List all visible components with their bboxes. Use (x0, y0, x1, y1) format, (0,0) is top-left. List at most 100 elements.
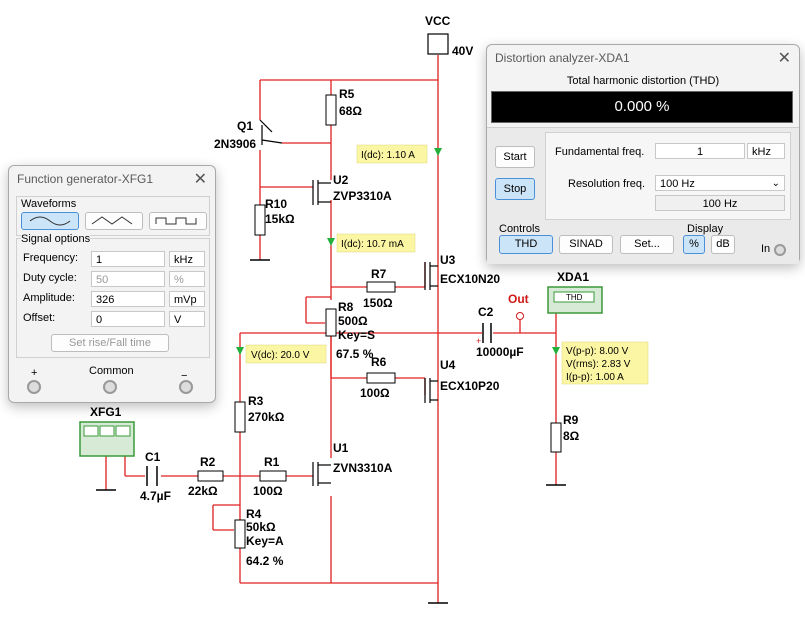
u3-part: ECX10N20 (440, 272, 500, 286)
r9-resistor[interactable] (550, 422, 562, 453)
start-button[interactable]: Start (495, 146, 535, 168)
r4-key: Key=A (246, 534, 284, 548)
probe-4[interactable] (561, 341, 649, 385)
waveforms-group (16, 196, 210, 236)
u1-mosfet[interactable] (312, 462, 331, 486)
offset-label: Offset: (23, 312, 56, 324)
minus-terminal[interactable] (179, 380, 193, 394)
stop-button[interactable]: Stop (495, 178, 535, 200)
sine-wave-button[interactable] (21, 212, 79, 230)
offset-unit[interactable]: V (169, 311, 205, 327)
r8-pct: 67.5 % (336, 347, 374, 361)
fg-titlebar[interactable]: Function generator-XFG1 ✕ (9, 166, 215, 192)
out-label: Out (508, 292, 529, 306)
sinad-button[interactable]: SINAD (559, 235, 613, 254)
set-button[interactable]: Set... (620, 235, 674, 254)
r2-resistor[interactable] (197, 470, 224, 482)
duty-input[interactable]: 50 (91, 271, 165, 287)
probe-2-text: I(dc): 10.7 mA (341, 239, 404, 250)
probe-1[interactable] (356, 144, 428, 164)
fundamental-unit[interactable]: kHz (747, 143, 785, 159)
r10-value: 15kΩ (265, 212, 295, 226)
distortion-analyzer-window[interactable]: Distortion analyzer-XDA1 ✕ Total harmoni… (486, 44, 800, 264)
vcc-source[interactable] (427, 33, 449, 55)
out-connector[interactable] (516, 312, 524, 320)
xda-ref: XDA1 (557, 270, 589, 284)
function-generator-window[interactable]: Function generator-XFG1 ✕ Waveforms Sign… (8, 165, 216, 403)
waveforms-label: Waveforms (21, 198, 77, 210)
r5-value: 68Ω (339, 104, 362, 118)
probe-4-arrow-icon (552, 347, 560, 355)
fg-title: Function generator-XFG1 (17, 172, 154, 186)
duty-unit[interactable]: % (169, 271, 205, 287)
r4-potentiometer[interactable] (234, 519, 246, 549)
common-terminal[interactable] (103, 380, 117, 394)
square-wave-button[interactable] (149, 212, 207, 230)
amplitude-unit[interactable]: mVp (169, 291, 205, 307)
q1-ref: Q1 (237, 119, 253, 133)
resolution-readout: 100 Hz (655, 195, 785, 211)
offset-input[interactable]: 0 (91, 311, 165, 327)
u4-part: ECX10P20 (440, 379, 500, 393)
q1-transistor[interactable] (259, 119, 283, 145)
rise-fall-button[interactable]: Set rise/Fall time (51, 334, 169, 352)
r3-resistor[interactable] (234, 401, 246, 433)
square-wave-icon (155, 217, 197, 225)
u3-mosfet[interactable] (424, 262, 438, 290)
xda-screen (553, 291, 595, 303)
triangle-wave-icon (91, 216, 133, 225)
r4-ref: R4 (246, 507, 262, 521)
da-title: Distortion analyzer-XDA1 (495, 51, 630, 65)
r6-resistor[interactable] (366, 372, 396, 384)
u2-mosfet[interactable] (312, 180, 331, 205)
u4-mosfet[interactable] (424, 378, 438, 403)
u2-ref: U2 (333, 173, 349, 187)
triangle-wave-button[interactable] (85, 212, 143, 230)
close-icon[interactable]: ✕ (777, 50, 791, 67)
r1-resistor[interactable] (259, 470, 287, 482)
display-label: Display (687, 223, 724, 235)
c2-value: 10000µF (476, 345, 524, 359)
r1-value: 100Ω (253, 484, 283, 498)
r10-resistor[interactable] (254, 204, 266, 236)
thd-display: 0.000 % (491, 91, 793, 123)
percent-button[interactable]: % (683, 235, 705, 254)
u1-ref: U1 (333, 441, 349, 455)
da-titlebar[interactable]: Distortion analyzer-XDA1 ✕ (487, 45, 799, 71)
frequency-input[interactable]: 1 (91, 251, 165, 267)
r8-ref: R8 (338, 300, 354, 314)
xda-screen-text: THD (566, 293, 583, 302)
r7-resistor[interactable] (366, 281, 396, 293)
r8-potentiometer[interactable] (325, 308, 337, 337)
c1-ref: C1 (145, 450, 161, 464)
u4-ref: U4 (440, 358, 456, 372)
in-terminal[interactable] (774, 244, 786, 256)
c2-capacitor[interactable] (482, 323, 492, 343)
db-button[interactable]: dB (711, 235, 735, 254)
c1-capacitor[interactable] (146, 466, 158, 486)
r9-ref: R9 (563, 413, 579, 427)
common-label: Common (89, 365, 134, 377)
amplitude-input[interactable]: 326 (91, 291, 165, 307)
probe-3[interactable] (245, 344, 327, 364)
r4-pct: 64.2 % (246, 554, 284, 568)
c2-ref: C2 (478, 305, 494, 319)
chevron-down-icon: ⌄ (771, 178, 780, 189)
r2-value: 22kΩ (188, 484, 218, 498)
r5-resistor[interactable] (325, 94, 337, 126)
r10-ref: R10 (265, 197, 287, 211)
controls-label: Controls (499, 223, 540, 235)
plus-terminal[interactable] (27, 380, 41, 394)
r3-ref: R3 (248, 394, 264, 408)
fundamental-input[interactable]: 1 (655, 143, 745, 159)
probe-3-text: V(dc): 20.0 V (251, 350, 310, 361)
frequency-unit[interactable]: kHz (169, 251, 205, 267)
resolution-select[interactable]: 100 Hz ⌄ (655, 175, 785, 191)
probe-2[interactable] (336, 233, 416, 253)
r5-ref: R5 (339, 87, 355, 101)
thd-button[interactable]: THD (499, 235, 553, 254)
r9-value: 8Ω (563, 429, 580, 443)
r7-value: 150Ω (363, 296, 393, 310)
close-icon[interactable]: ✕ (193, 171, 207, 188)
